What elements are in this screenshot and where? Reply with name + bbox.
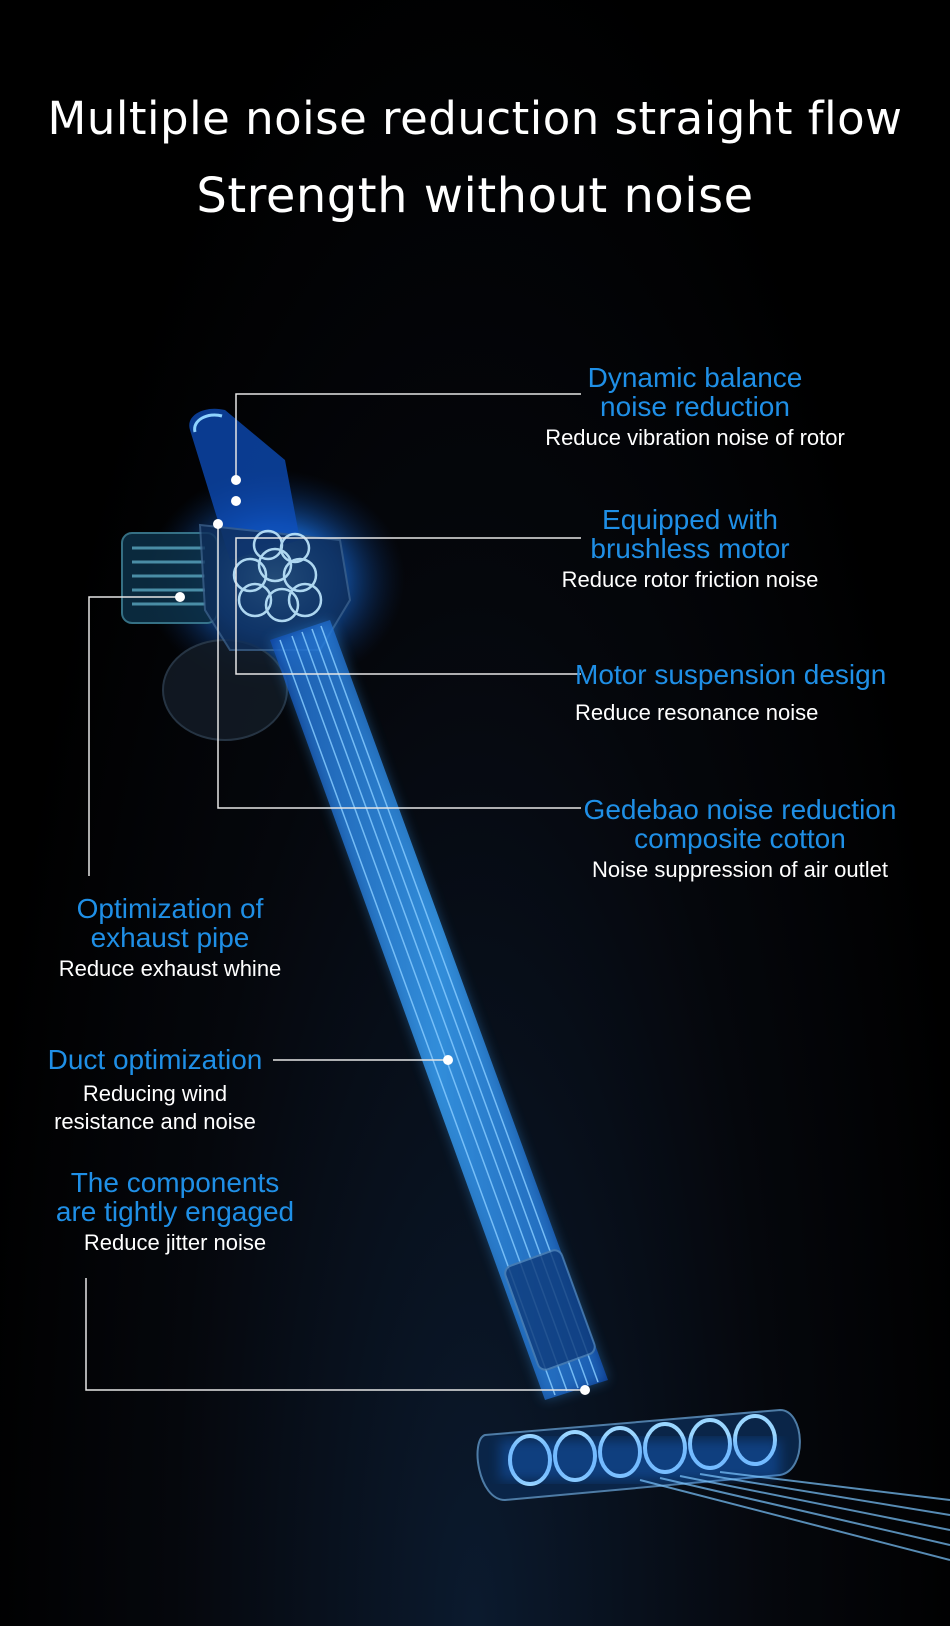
annotation-title: Dynamic balance: [587, 362, 803, 393]
dot-duct: [443, 1055, 453, 1065]
annotation-gedebao: Gedebao noise reduction composite cotton…: [560, 795, 920, 884]
annotation-subtitle: Reduce jitter noise: [83, 1230, 267, 1255]
annotation-title: exhaust pipe: [90, 922, 250, 953]
annotation-motor-suspension: Motor suspension design Reduce resonance…: [575, 660, 915, 727]
annotation-exhaust-pipe: Optimization of exhaust pipe Reduce exha…: [40, 894, 300, 983]
annotation-brushless-motor: Equipped with brushless motor Reduce rot…: [525, 505, 855, 594]
motor-coils: [232, 529, 323, 623]
annotation-subtitle: Reducing wind: [82, 1081, 228, 1106]
annotation-subtitle: Reduce rotor friction noise: [561, 567, 819, 592]
annotation-title: Duct optimization: [47, 1044, 263, 1075]
annotation-title: noise reduction: [600, 391, 790, 422]
handle: [189, 408, 300, 560]
annotation-subtitle: resistance and noise: [54, 1109, 256, 1134]
floor-brush: [476, 1408, 950, 1561]
annotation-title: Motor suspension design: [575, 659, 887, 690]
annotation-title: Equipped with: [602, 504, 778, 535]
annotation-title: The components: [70, 1167, 280, 1198]
callout-dots: [175, 475, 590, 1395]
dot-brushless-motor: [231, 496, 241, 506]
headline-line-1: Multiple noise reduction straight flow: [47, 92, 903, 145]
callout-lines: [85, 393, 585, 1391]
annotation-duct: Duct optimization Reducing wind resistan…: [30, 1045, 280, 1136]
annotation-title: Gedebao noise reduction: [583, 794, 897, 825]
annotation-subtitle: Reduce vibration noise of rotor: [545, 425, 845, 450]
annotation-subtitle: Noise suppression of air outlet: [592, 857, 888, 882]
annotation-components: The components are tightly engaged Reduc…: [35, 1168, 315, 1257]
annotation-title: Optimization of: [76, 893, 264, 924]
annotation-title: composite cotton: [634, 823, 846, 854]
annotation-subtitle: Reduce resonance noise: [575, 700, 819, 725]
headline-line-2: Strength without noise: [196, 168, 754, 224]
dot-gedebao: [213, 519, 223, 529]
annotation-subtitle: Reduce exhaust whine: [58, 956, 282, 981]
dot-exhaust: [175, 592, 185, 602]
dot-dynamic-balance: [231, 475, 241, 485]
dot-components: [580, 1385, 590, 1395]
lower-joint: [504, 1249, 596, 1371]
annotation-title: brushless motor: [590, 533, 790, 564]
annotation-dynamic-balance: Dynamic balance noise reduction Reduce v…: [530, 363, 860, 452]
annotation-title: are tightly engaged: [55, 1196, 295, 1227]
